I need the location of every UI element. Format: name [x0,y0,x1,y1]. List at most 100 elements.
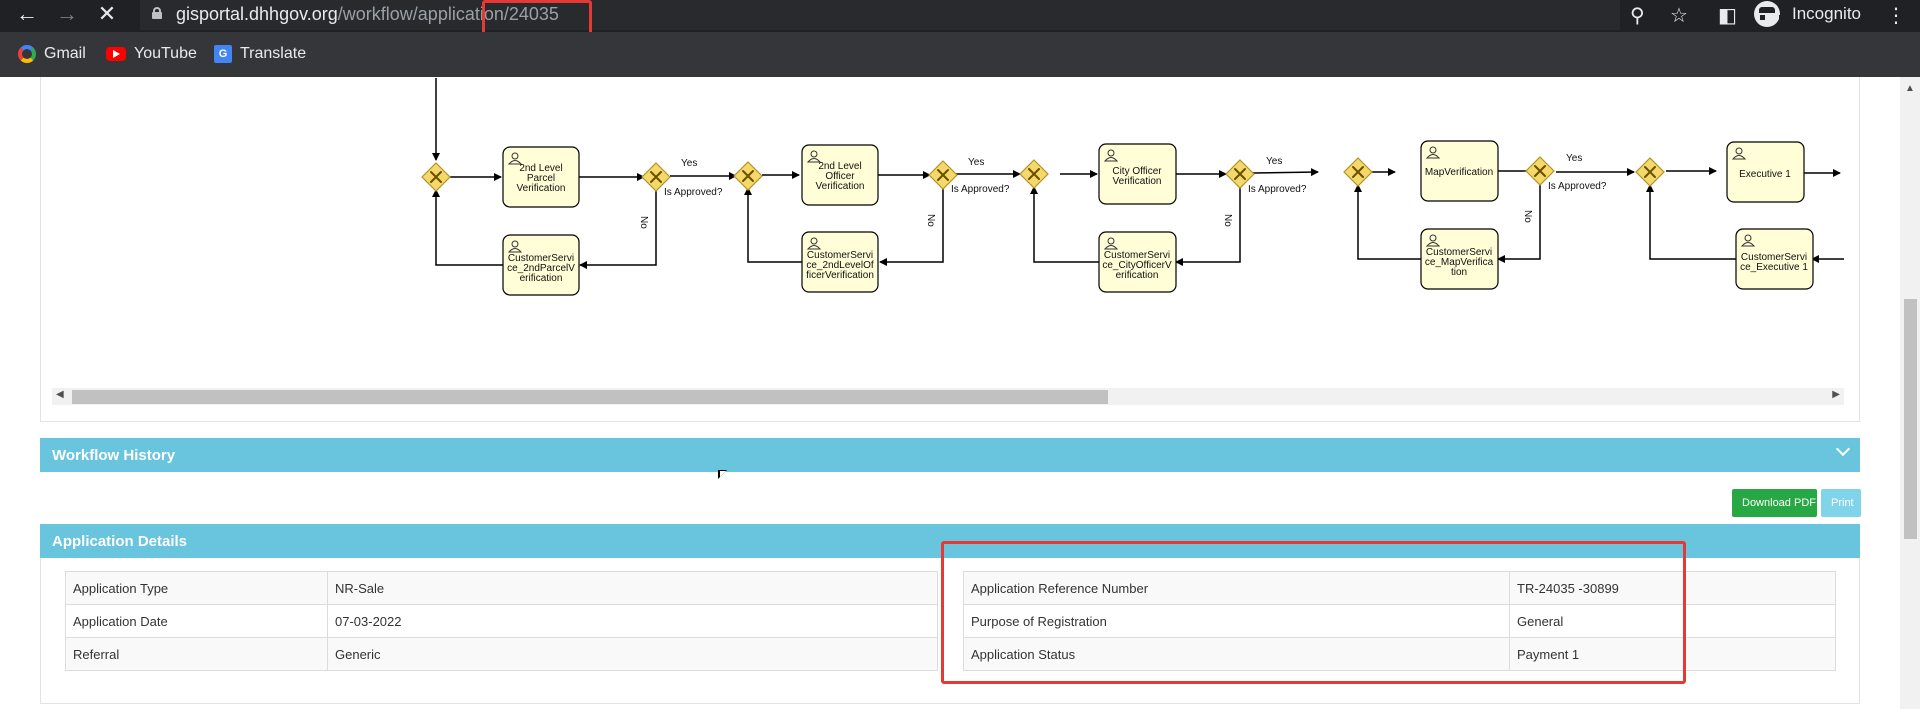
download-pdf-button[interactable]: Download PDF [1732,489,1817,517]
task-label: Verification [816,181,865,192]
field-label: Application Status [963,637,1510,671]
task-label: ficerVerification [806,270,874,281]
field-label: Referral [65,637,328,671]
scroll-up-icon[interactable]: ▲ [1905,83,1915,94]
task-label: Verification [517,183,566,194]
user-task-icon [1103,237,1119,250]
task-customerservice-cityofficerverification[interactable] [1098,231,1177,293]
workflow-diagram-panel [40,77,1860,422]
scrollbar-thumb[interactable] [72,390,1108,404]
forward-arrow-icon[interactable]: → [56,1,78,26]
field-value: 07-03-2022 [327,604,938,638]
field-label: Application Type [65,571,328,605]
task-executive-1[interactable] [1726,141,1805,203]
user-task-icon [1425,146,1441,159]
field-value: Payment 1 [1509,637,1836,671]
field-label: Purpose of Registration [963,604,1510,638]
browser-toolbar: ← → ✕ gisportal.dhhgov.org/workflow/appl… [0,0,1920,53]
translate-icon: G [214,44,232,63]
task-2nd-level-officer-verification[interactable] [801,144,879,206]
user-task-icon [1103,149,1119,162]
lock-icon[interactable] [152,7,162,19]
diagram-horizontal-scrollbar[interactable]: ◀ ▶ [52,388,1844,405]
user-task-icon [1731,147,1747,160]
details-highlight-box [941,541,1686,684]
yes-label: Yes [1266,156,1282,167]
no-label: No [638,216,649,229]
task-label: 2nd Level [519,163,562,174]
page-vertical-scrollbar[interactable]: ▲ [1900,77,1920,709]
scroll-left-icon[interactable]: ◀ [56,389,64,400]
star-icon[interactable]: ☆ [1670,5,1688,27]
field-label: Application Reference Number [963,571,1510,605]
task-label: MapVerification [1425,167,1493,178]
task-customerservice-2ndlevelofficerverification[interactable] [801,231,879,293]
url-text[interactable]: gisportal.dhhgov.org/workflow/applicatio… [176,4,559,25]
decision-label: Is Approved? [664,187,723,198]
bookmark-gmail[interactable]: Gmail [18,42,86,66]
user-task-icon [806,150,822,163]
task-label: ce_Executive 1 [1740,262,1808,273]
google-icon [18,44,36,63]
zoom-icon[interactable]: ⚲ [1630,5,1645,27]
task-label: ce_MapVerifica [1425,257,1494,268]
workflow-history-header[interactable]: Workflow History [40,438,1860,472]
sidebar-icon[interactable]: ◧ [1718,5,1737,27]
bookmark-label: Translate [240,45,307,62]
task-customerservice-2ndparcelverification[interactable] [502,234,580,296]
task-label: Verification [1113,176,1162,187]
user-task-icon [507,240,523,253]
task-label: ce_2ndParcelV [507,263,575,274]
task-label: CustomerServi [807,250,873,261]
bookmark-youtube[interactable]: YouTube [106,42,197,66]
scrollbar-thumb[interactable] [1904,299,1917,539]
mouse-cursor-icon [718,470,727,479]
task-city-officer-verification[interactable] [1098,143,1177,205]
workflow-diagram: 2nd Level Parcel Verification CustomerSe… [421,78,1844,296]
back-arrow-icon[interactable]: ← [16,1,38,26]
task-label: erification [1116,270,1159,281]
user-task-icon [806,237,822,250]
task-2nd-level-parcel-verification[interactable] [502,146,580,208]
task-label: ce_2ndLevelOf [806,260,873,271]
scroll-right-icon[interactable]: ▶ [1832,389,1840,400]
section-title: Workflow History [52,447,176,464]
bookmark-label: YouTube [134,45,197,62]
address-bar[interactable] [140,0,1620,30]
task-label: CustomerServi [508,253,574,264]
bookmarks-bar: Gmail YouTube G Translate [0,32,1920,77]
task-label: City Officer [1112,166,1162,177]
field-label: Application Date [65,604,328,638]
task-customerservice-executive-1[interactable] [1735,228,1814,290]
bookmark-label: Gmail [44,45,86,62]
decision-label: Is Approved? [1548,181,1607,192]
menu-dots-icon[interactable]: ⋮ [1886,5,1906,27]
task-label: erification [520,273,563,284]
user-task-icon [1425,234,1441,247]
task-mapverification[interactable] [1420,140,1499,202]
no-label: No [1222,214,1233,227]
print-button[interactable]: Print [1821,489,1861,517]
yes-label: Yes [968,157,984,168]
incognito-icon [1754,1,1784,27]
task-label: tion [1451,267,1467,278]
url-host: gisportal.dhhgov.org [176,4,338,24]
field-value: TR-24035 -30899 [1509,571,1836,605]
url-path: /workflow/application/24035 [337,4,559,24]
profile-label: Incognito [1792,4,1861,23]
task-label: ce_CityOfficerV [1102,260,1172,271]
field-value: Generic [327,637,938,671]
task-label: Executive 1 [1739,169,1791,180]
stop-loading-icon[interactable]: ✕ [97,1,117,26]
task-customerservice-mapverification[interactable] [1420,228,1499,290]
task-label: Officer [825,171,855,182]
task-label: Parcel [527,173,555,184]
yes-label: Yes [681,158,697,169]
chevron-down-icon[interactable] [1835,441,1851,457]
bookmark-translate[interactable]: G Translate [214,42,306,66]
user-task-icon [1740,234,1756,247]
task-label: CustomerServi [1741,252,1807,263]
